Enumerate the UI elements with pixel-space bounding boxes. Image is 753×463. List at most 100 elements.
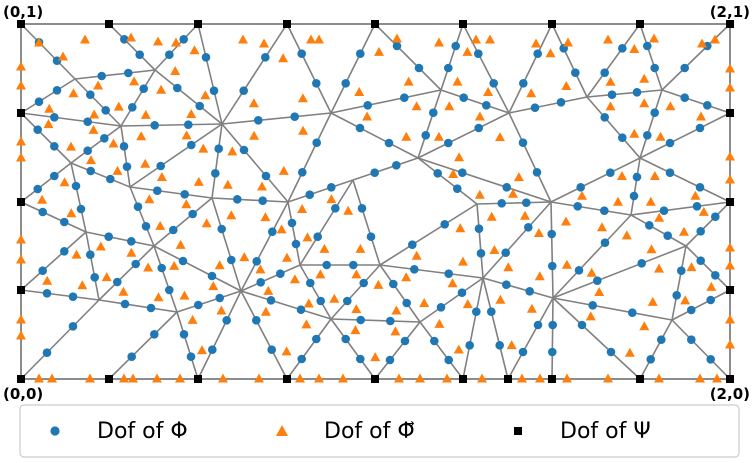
mesh-edge [70,162,131,188]
vec-phi-dof-marker [302,232,313,242]
phi-dof-marker [184,120,193,129]
mesh-edge [550,201,632,216]
mesh-edge [551,23,588,98]
phi-dof-marker [290,112,300,121]
mesh-edge [630,157,641,216]
vec-phi-dof-marker [665,101,676,111]
phi-dof-marker [127,352,136,362]
vec-phi-dof-marker [629,128,640,138]
phi-dof-marker [571,68,580,77]
phi-dof-marker [50,171,59,181]
phi-dof-marker [124,68,133,78]
phi-dof-marker [165,285,174,295]
phi-dof-marker [711,271,720,280]
phi-dof-marker [298,168,307,177]
vec-phi-dof-marker [197,345,207,355]
vec-phi-dof-marker [343,205,354,215]
phi-dof-marker [355,123,365,133]
vec-phi-dof-marker [319,243,330,253]
mesh-edge [240,264,301,292]
phi-dof-marker [600,206,609,215]
phi-dof-marker [306,278,315,288]
vec-phi-dof-marker [483,87,494,96]
phi-dof-marker [327,183,336,192]
vec-phi-dof-marker [725,82,735,92]
vec-phi-dof-marker [301,319,312,329]
vec-phi-dof-marker [725,174,735,184]
legend-psi-label: Dof of Ψ [560,419,651,444]
mesh-edge [462,23,510,114]
phi-dof-marker [239,145,249,155]
mesh-edge [211,197,242,292]
phi-dof-marker [430,336,439,346]
vec-phi-dof-marker [175,239,186,249]
phi-dof-marker [665,138,675,148]
vec-phi-dof-marker [171,37,181,47]
vec-phi-dof-marker [605,76,616,86]
vec-phi-dof-marker [403,76,414,86]
mesh-edge [552,297,673,321]
corner-label-bottom-left: (0,0) [3,385,43,403]
phi-dof-marker [261,171,271,181]
phi-dof-marker [296,305,306,315]
vec-phi-dof-marker [585,311,596,321]
vec-phi-dof-marker [679,226,689,236]
phi-dof-marker [444,63,453,73]
vec-phi-dof-marker [297,204,308,213]
vec-phi-dof-marker [314,373,324,383]
vec-phi-dof-marker [433,131,444,141]
mesh-edge [153,197,213,247]
phi-dof-marker [113,277,122,287]
phi-dof-marker [68,292,78,302]
vec-phi-dof-marker [577,190,587,200]
phi-dof-marker [239,86,248,95]
vec-phi-dof-marker [140,158,151,168]
vec-phi-dof-marker [561,259,572,269]
phi-dof-marker [215,293,224,303]
phi-dof-marker [356,315,366,325]
vec-phi-dof-marker [227,146,238,156]
phi-dof-marker [349,260,358,270]
phi-dof-marker [276,269,285,279]
phi-dof-marker [251,316,261,325]
psi-dof-marker [283,375,291,383]
psi-dof-marker [105,20,113,28]
phi-dof-marker [291,239,301,249]
phi-dof-marker [703,41,712,51]
vec-phi-dof-marker [520,210,530,220]
phi-dof-marker [83,117,92,126]
phi-dof-marker [637,259,646,268]
vec-phi-dof-marker [181,130,192,140]
phi-dof-marker [618,133,627,142]
vec-phi-dof-marker [86,155,96,165]
legend-phi-marker [50,426,60,436]
vec-phi-dof-marker [471,34,481,44]
corner-label-bottom-right: (2,0) [710,385,750,403]
vec-phi-dof-marker [186,109,197,118]
vec-phi-dof-marker [503,262,514,272]
phi-dof-marker [233,195,242,204]
phi-dof-marker [650,108,659,117]
mesh-edge [586,23,641,98]
phi-dof-marker [207,271,217,281]
vec-phi-dof-marker [362,111,373,121]
phi-dof-marker [201,53,211,62]
vec-phi-dof-marker [66,141,76,151]
phi-dof-marker [665,168,675,177]
phi-dof-marker [657,335,666,345]
mesh-edge [586,89,663,98]
vec-phi-dof-marker [526,303,537,313]
mesh-edge [330,23,376,114]
vec-phi-dof-marker [508,188,518,198]
vec-phi-dof-marker [226,210,237,220]
vec-phi-dof-marker [16,330,26,340]
vec-phi-dof-marker [329,293,340,303]
phi-dof-marker [436,303,446,312]
vec-phi-dof-marker [639,73,650,83]
vec-phi-dof-marker [373,279,384,289]
mesh-edge [129,186,213,199]
vec-phi-dof-marker [175,373,185,383]
mesh-edge [379,203,478,266]
legend-box [19,404,740,458]
mesh-edge [586,96,641,159]
